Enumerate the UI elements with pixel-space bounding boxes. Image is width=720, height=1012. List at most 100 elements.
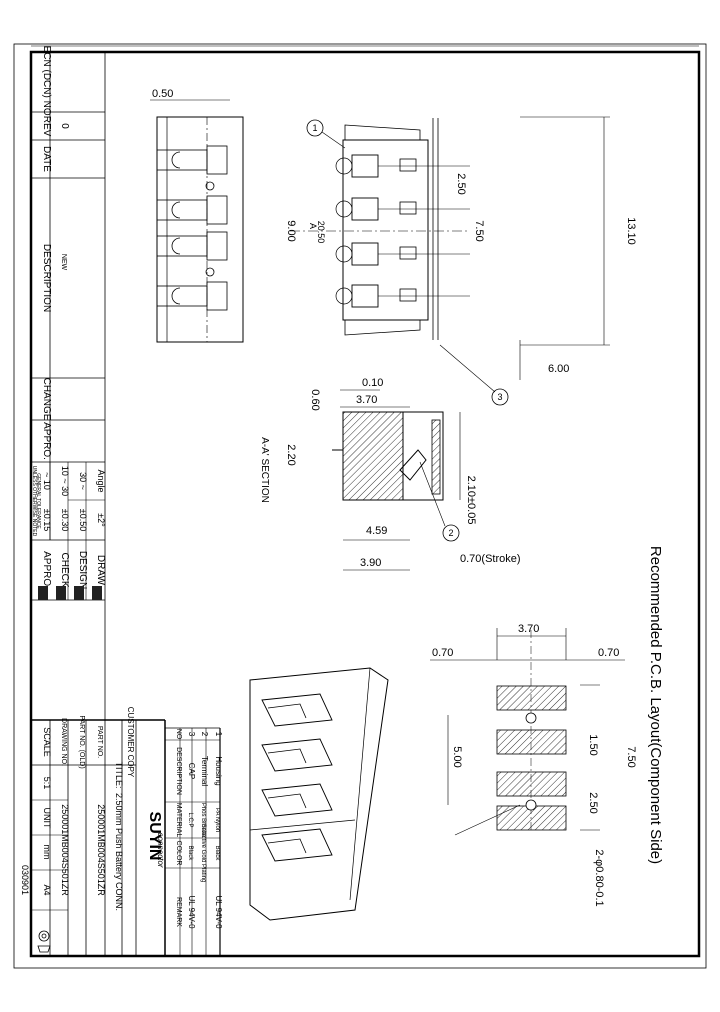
outer-border — [13, 43, 707, 969]
dim-4-59: 4.59 — [366, 525, 387, 537]
contact-dome — [335, 287, 353, 305]
bom-cell: UL 94V-0 — [214, 895, 223, 929]
bom-header: COLOR — [175, 841, 182, 866]
terminal-tab — [399, 158, 417, 172]
contact-window — [351, 284, 379, 308]
dim-a-marker: A — [308, 223, 318, 229]
bom-header: MATERIAL — [175, 803, 182, 838]
tol-row3-range: ~ 10 — [42, 472, 52, 490]
pcb-dim-0-70-left: 0.70 — [432, 647, 453, 659]
unit-value: mm — [42, 845, 52, 860]
signature-stamp-1 — [92, 586, 102, 600]
bom-cell: Black — [214, 846, 220, 862]
change-header: CHANGE — [41, 378, 52, 421]
bom-cell: L.C.P — [187, 812, 193, 827]
dim-0-60: 0.60 — [309, 389, 321, 410]
bom-header: NO — [175, 729, 182, 740]
cap-block — [206, 145, 228, 175]
signature-stamp-3 — [56, 586, 66, 600]
contact-window — [351, 154, 379, 178]
dim-stroke: 0.70(Stroke) — [460, 553, 521, 565]
section-label: A-A' SECTION — [259, 437, 270, 503]
drawing-no-label: DRAWING NO. — [60, 718, 67, 766]
company-name: SUYIN — [146, 812, 163, 861]
title-value: 2.50mm Push Battery CONN. — [114, 793, 124, 911]
svg-text:3: 3 — [497, 392, 502, 402]
tol-row2-range: 10 ~ 30 — [60, 466, 70, 496]
bom-cell: Terminal — [200, 756, 209, 786]
scale-value: 5:1 — [42, 777, 52, 790]
contact-dome — [335, 200, 353, 218]
front-view: 13.10 6.00 7.50 2.50 9.00 A 20.50 1 3 — [285, 116, 637, 406]
bom-cell: Selective Gold Plating — [200, 824, 206, 883]
iso-contact — [261, 828, 333, 862]
tol-row2-val: ±0.30 — [60, 509, 70, 531]
contact-slot — [156, 285, 208, 307]
rev-header: REV — [41, 116, 52, 137]
svg-text:1: 1 — [312, 123, 317, 133]
pcb-pad — [496, 729, 567, 755]
cap-block — [206, 195, 228, 225]
design-label: DESIGN — [77, 551, 88, 589]
tol-row3-val: ±0.15 — [42, 509, 52, 531]
signature-stamp-4 — [38, 586, 48, 600]
bom-cell: UL 94V-0 — [187, 895, 196, 929]
date-header: DATE — [41, 146, 52, 172]
ecn-header: ECN (DCN) NO. — [41, 46, 52, 119]
pcb-title: Recommended P.C.B. Layout(Component Side… — [647, 546, 664, 864]
bom-header: REMARK — [175, 897, 182, 927]
pcb-dim-0-70-right: 0.70 — [598, 647, 619, 659]
iso-spring — [267, 793, 307, 809]
pcb-dim-2-50: 2.50 — [587, 792, 599, 813]
bom-cell: 3 — [187, 732, 196, 737]
appro-header: APPRO. — [41, 422, 52, 460]
scale-label: SCALE — [42, 727, 52, 757]
drawing-no-value: 250001MB004S501ZR — [60, 804, 70, 896]
dim-9-00: 9.00 — [285, 220, 297, 241]
bom-header: DESCRIPTION — [175, 747, 182, 795]
date-code: 030901 — [20, 865, 30, 895]
terminal-tab — [399, 246, 417, 260]
revision-block: ECN (DCN) NO. REV 0 DATE DESCRIPTION NEW… — [31, 46, 106, 720]
terminal-tab — [399, 201, 417, 215]
description-value: NEW — [60, 254, 67, 271]
contact-slot — [156, 149, 208, 171]
top-view: 0.50 — [150, 88, 244, 343]
dim-3-70: 3.70 — [356, 394, 377, 406]
dim-6-00: 6.00 — [548, 363, 569, 375]
contact-arc — [171, 151, 181, 169]
cap-block — [206, 231, 228, 261]
angle-tol: ±2° — [96, 513, 106, 527]
pcb-dim-7-50: 7.50 — [625, 746, 637, 767]
inner-border — [29, 50, 701, 958]
contact-arc — [171, 237, 181, 255]
dim-7-50: 7.50 — [473, 220, 485, 241]
bom-cell: Phos Bronze — [200, 803, 206, 838]
dim-0-10: 0.10 — [362, 377, 383, 389]
bom-cell: PA Nylon — [214, 808, 220, 832]
pcb-hole-icon — [525, 799, 537, 811]
bom-cell: CAP — [187, 763, 196, 779]
datum-mark-icon-2 — [205, 267, 215, 277]
angle-label: Angle — [96, 469, 106, 492]
iso-contact — [261, 783, 333, 817]
title-block: CUSTOMER COPY TITLE: 2.50mm Push Battery… — [20, 707, 166, 956]
svg-text:2: 2 — [448, 528, 453, 538]
rev-value: 0 — [59, 123, 70, 129]
iso-spring — [267, 838, 307, 854]
callout-3-bubble: 3 — [491, 388, 509, 406]
pcb-dim-5-00: 5.00 — [451, 746, 463, 767]
general-tolerance: GENERAL TOLERANCE — [35, 473, 41, 529]
pcb-pad — [496, 685, 567, 711]
dim-2-20: 2.20 — [285, 444, 297, 465]
contact-slot — [156, 235, 208, 257]
part-no-label: PART NO. — [96, 726, 103, 758]
section-view: 0.10 3.70 0.60 2.20 2.10±0.05 4.59 3.90 … — [259, 377, 521, 571]
contact-dome — [335, 157, 353, 175]
iso-spring — [267, 748, 307, 764]
projection-symbol-icon — [37, 930, 51, 953]
size-value: A4 — [42, 884, 52, 895]
pcb-hole-icon — [525, 712, 537, 724]
customer-copy: CUSTOMER COPY — [126, 707, 135, 778]
